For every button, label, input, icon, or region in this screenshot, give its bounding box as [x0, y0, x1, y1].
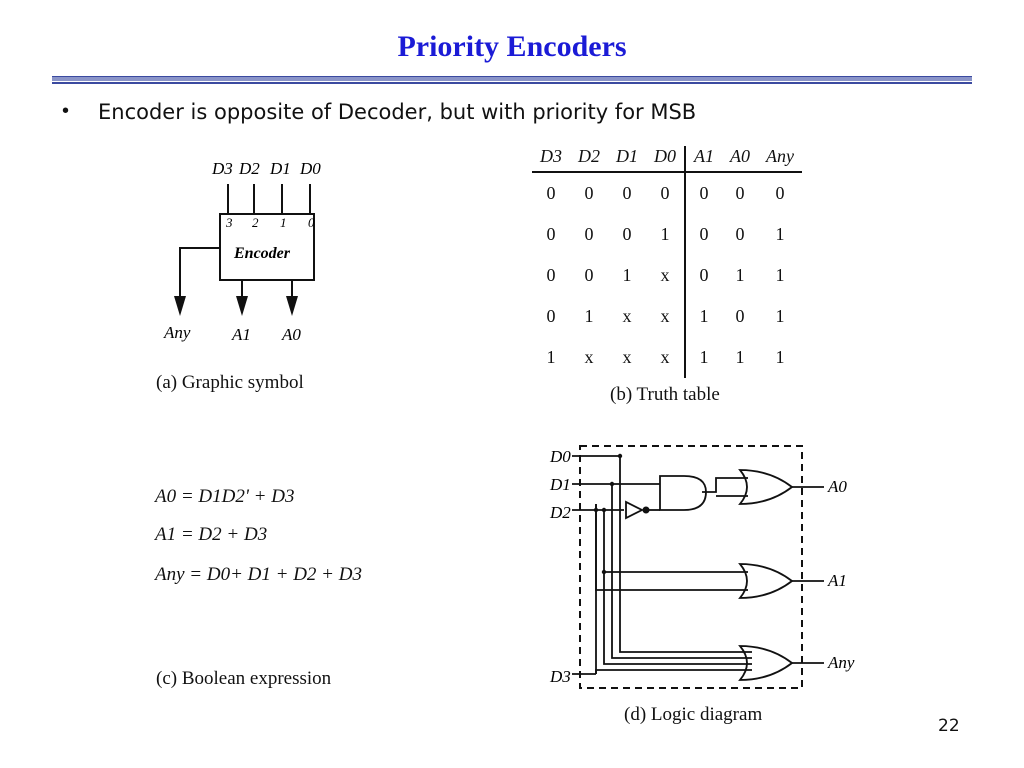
header-any: Any — [758, 146, 802, 173]
truth-table: D3 D2 D1 D0 A1 A0 Any 0 0 0 0 0 0 0 0 0 … — [532, 146, 802, 378]
table-row: 1 x x x 1 1 1 — [532, 337, 802, 378]
header-d3: D3 — [532, 146, 570, 173]
pin-number-1: 1 — [280, 215, 287, 230]
output-label-any: Any — [163, 323, 191, 342]
table-cell: 0 — [684, 172, 722, 214]
table-cell: 0 — [735, 306, 745, 326]
table-cell: 0 — [735, 224, 745, 244]
table-cell: 1 — [660, 224, 670, 244]
pin-number-0: 0 — [308, 215, 315, 230]
table-cell: 0 — [660, 183, 670, 203]
pin-number-3: 3 — [225, 215, 233, 230]
logic-diagram: D0 D1 D2 D3 A0 A1 Any — [549, 445, 855, 689]
table-header-row: D3 D2 D1 D0 A1 A0 Any — [532, 146, 802, 173]
table-cell: x — [584, 347, 594, 367]
table-cell: x — [622, 306, 632, 326]
table-cell: 1 — [684, 337, 722, 378]
graphic-symbol: D3 D2 D1 D0 3 2 1 0 Encoder Any A1 A0 — [163, 159, 321, 344]
table-cell: 1 — [622, 265, 632, 285]
expr-a1: A1 = D2 + D3 — [155, 524, 268, 545]
header-a0: A0 — [722, 146, 758, 173]
caption-logic-diagram: (d) Logic diagram — [624, 704, 763, 725]
table-cell: 1 — [684, 296, 722, 337]
table-cell: x — [660, 306, 670, 326]
header-d1: D1 — [608, 146, 646, 173]
table-cell: 1 — [775, 347, 785, 367]
slide-title: Priority Encoders — [397, 30, 627, 63]
table-cell: 0 — [584, 183, 594, 203]
logic-input-d2: D2 — [549, 503, 571, 522]
table-cell: 0 — [622, 183, 632, 203]
table-cell: 1 — [735, 265, 745, 285]
pin-number-2: 2 — [252, 215, 259, 230]
table-row: 0 0 0 0 0 0 0 — [532, 172, 802, 214]
page-number: 22 — [938, 716, 960, 736]
logic-output-any: Any — [827, 653, 855, 672]
table-cell: 1 — [775, 306, 785, 326]
table-cell: x — [622, 347, 632, 367]
output-label-a0: A0 — [281, 325, 301, 344]
header-a1: A1 — [684, 146, 722, 173]
table-cell: 0 — [775, 183, 785, 203]
table-cell: 1 — [546, 347, 556, 367]
input-label-d0: D0 — [299, 159, 321, 178]
table-cell: 0 — [684, 214, 722, 255]
table-cell: 0 — [584, 224, 594, 244]
title-rule-thick — [52, 76, 972, 81]
bullet-text: Encoder is opposite of Decoder, but with… — [98, 100, 697, 124]
title-rule-thin — [52, 82, 972, 84]
header-d0: D0 — [646, 146, 685, 173]
table-cell: 1 — [775, 265, 785, 285]
table-cell: 0 — [546, 183, 556, 203]
logic-input-d0: D0 — [549, 447, 571, 466]
table-cell: 0 — [546, 224, 556, 244]
table-row: 0 0 0 1 0 0 1 — [532, 214, 802, 255]
header-d2: D2 — [570, 146, 608, 173]
table-cell: 0 — [584, 265, 594, 285]
expr-any: Any = D0+ D1 + D2 + D3 — [155, 564, 362, 585]
table-row: 0 0 1 x 0 1 1 — [532, 255, 802, 296]
table-cell: 1 — [735, 347, 745, 367]
table-cell: 1 — [584, 306, 594, 326]
logic-output-a0: A0 — [827, 477, 847, 496]
logic-input-d3: D3 — [549, 667, 571, 686]
expr-a0: A0 = D1D2' + D3 — [155, 486, 295, 507]
table-cell: x — [660, 347, 670, 367]
caption-boolean-expression: (c) Boolean expression — [156, 668, 332, 689]
logic-output-a1: A1 — [827, 571, 847, 590]
input-label-d1: D1 — [269, 159, 291, 178]
table-cell: 0 — [546, 265, 556, 285]
caption-graphic-symbol: (a) Graphic symbol — [156, 372, 304, 393]
caption-truth-table: (b) Truth table — [610, 384, 720, 405]
logic-input-d1: D1 — [549, 475, 571, 494]
input-label-d2: D2 — [238, 159, 260, 178]
encoder-label: Encoder — [233, 245, 291, 262]
table-cell: 0 — [735, 183, 745, 203]
table-cell: x — [660, 265, 670, 285]
table-cell: 0 — [684, 255, 722, 296]
table-cell: 1 — [775, 224, 785, 244]
table-row: 0 1 x x 1 0 1 — [532, 296, 802, 337]
output-label-a1: A1 — [231, 325, 251, 344]
bullet-marker: • — [62, 100, 70, 122]
table-cell: 0 — [546, 306, 556, 326]
input-label-d3: D3 — [211, 159, 233, 178]
table-cell: 0 — [622, 224, 632, 244]
diagram-boundary — [579, 445, 803, 689]
